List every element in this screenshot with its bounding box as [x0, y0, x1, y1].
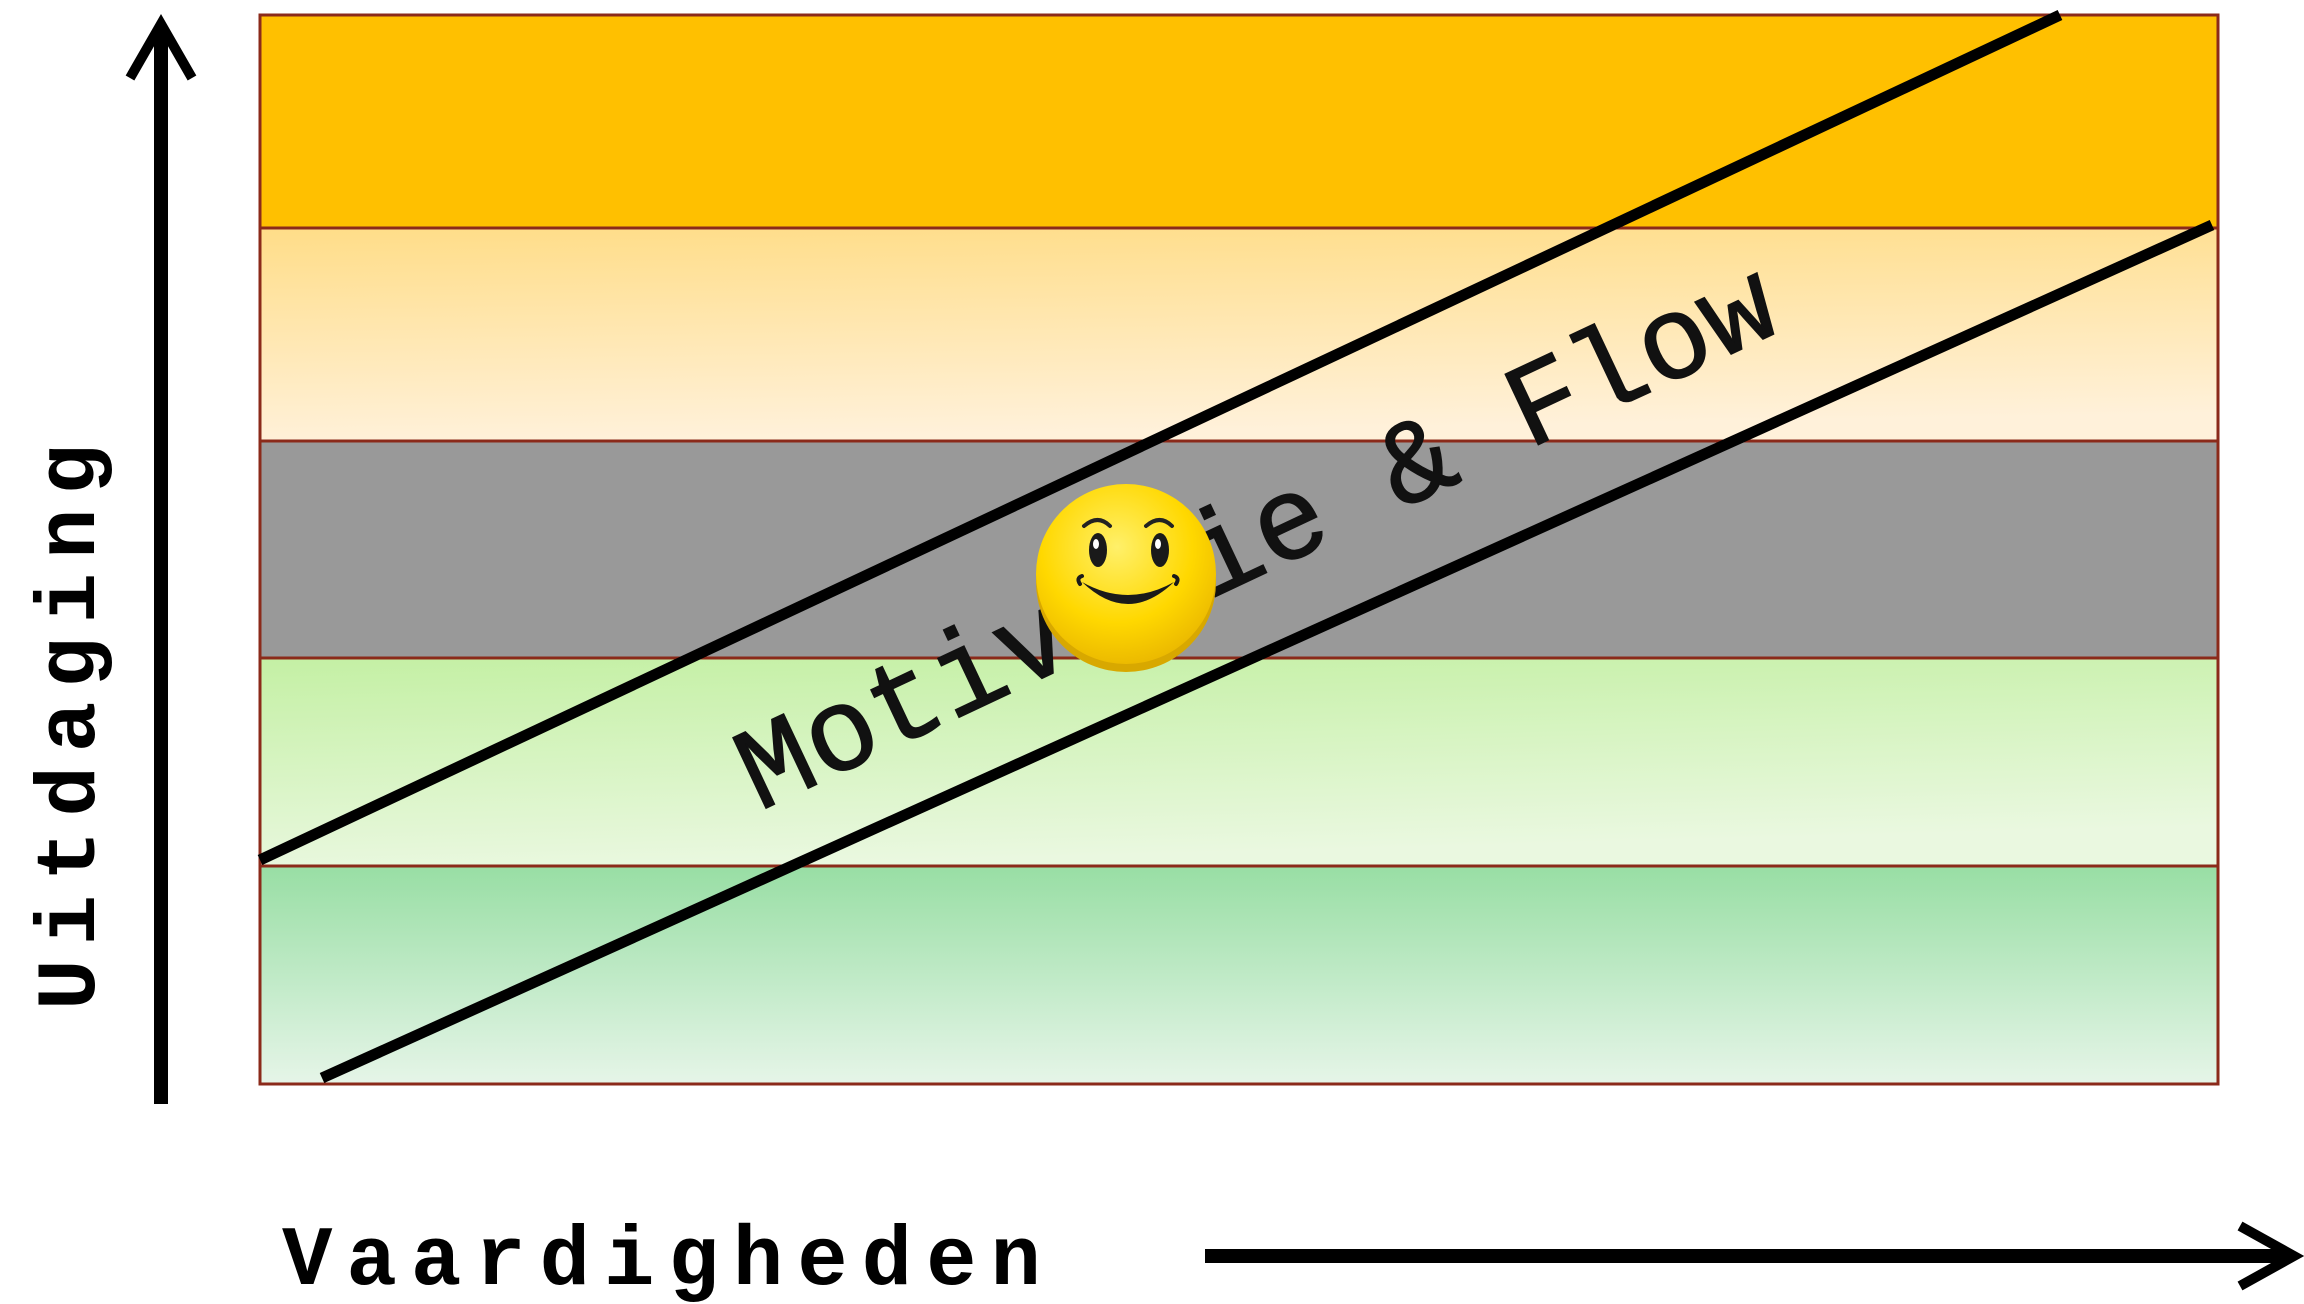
x-axis-label: Vaardigheden: [282, 1215, 1055, 1304]
band-top: [258, 13, 2220, 230]
x-axis: Vaardigheden: [282, 1215, 2304, 1304]
band-middle: [258, 439, 2220, 660]
flow-channel: [257, 10, 2215, 1084]
y-axis-label: Uitdaging: [25, 430, 120, 1010]
band-bottom: [258, 864, 2220, 1086]
smiley-face-icon: [1036, 484, 1216, 672]
band-lower-light: [258, 656, 2220, 868]
channel-upper-line: [257, 10, 2063, 865]
channel-lower-line: [319, 219, 2215, 1084]
y-axis-arrow-icon: [125, 13, 197, 81]
band-upper-light: [258, 226, 2220, 443]
bands: [258, 13, 2220, 1086]
y-axis: Uitdaging: [25, 13, 197, 1104]
x-axis-arrow-icon: [2237, 1221, 2304, 1291]
